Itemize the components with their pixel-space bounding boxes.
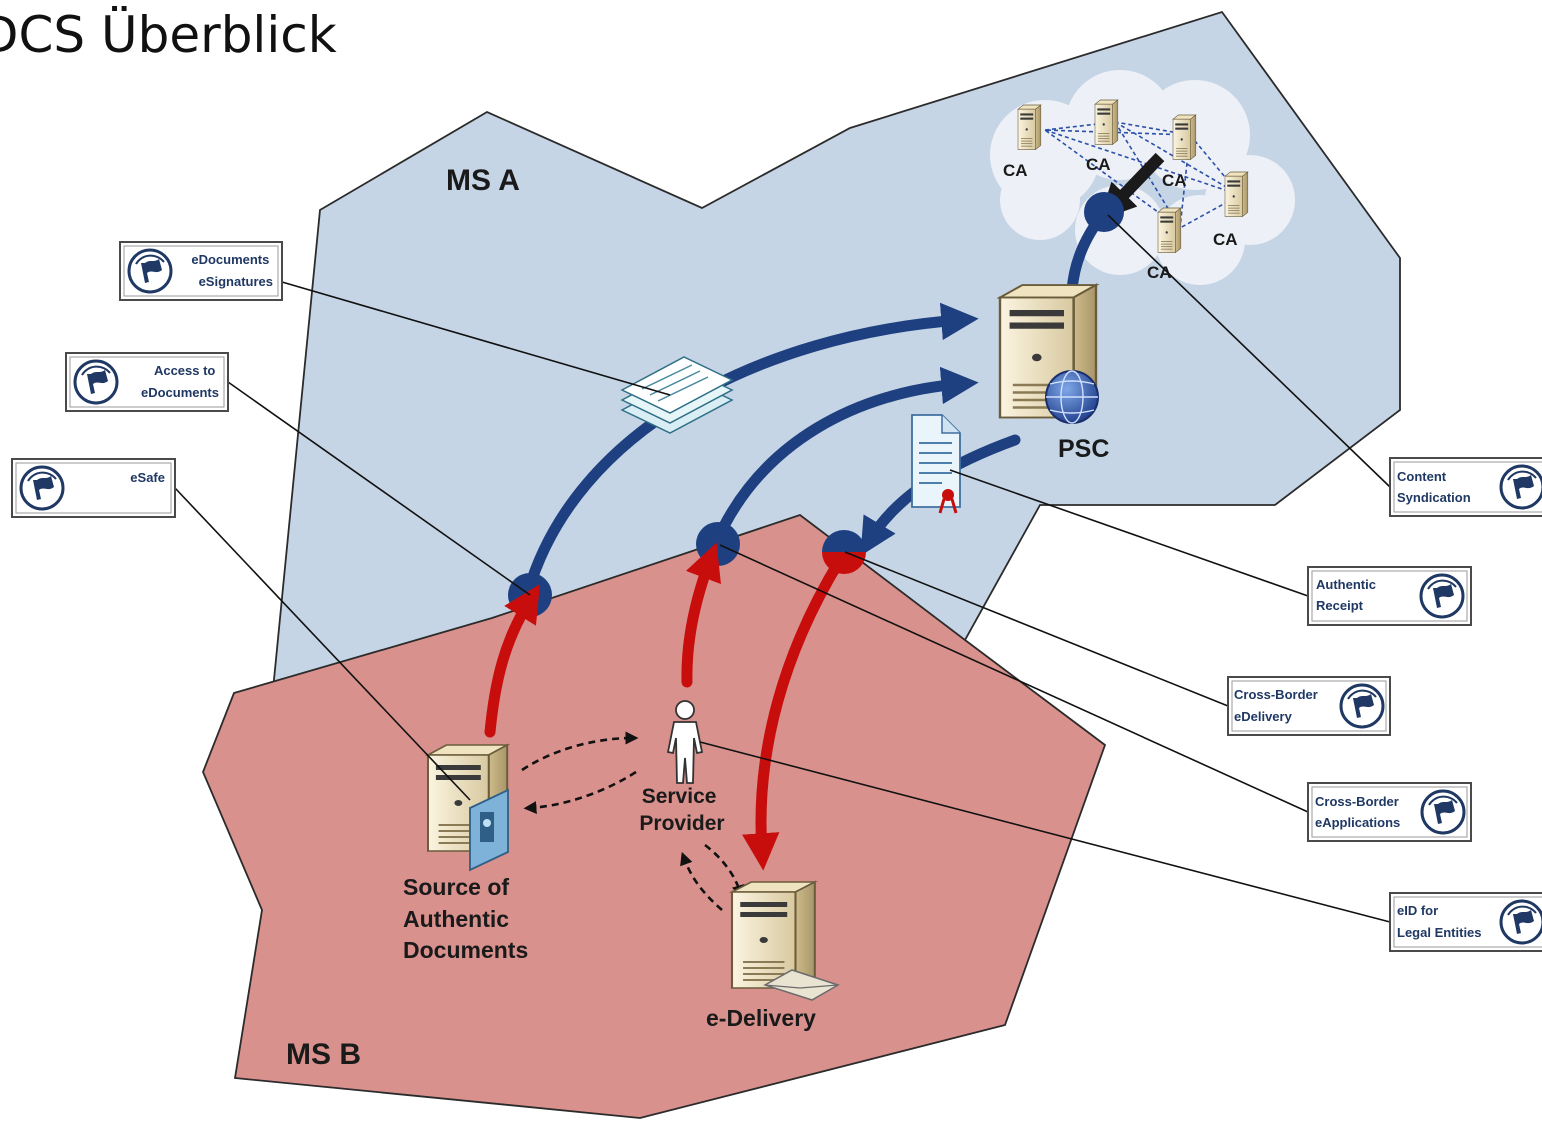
- ca-label: CA: [1147, 263, 1172, 282]
- leader-line: [699, 741, 1391, 923]
- svg-text:Cross-Border eDelivery: Cross-Border eDelivery: [1234, 687, 1321, 724]
- flow-into-edelivery: [742, 554, 846, 871]
- peps-flag-logo-icon: [73, 359, 119, 405]
- service-provider-label: Service Provider: [639, 785, 724, 835]
- leader-line: [844, 551, 1229, 707]
- connection-point: [1084, 192, 1124, 232]
- leader-line: [227, 381, 531, 596]
- peps-flag-logo-icon: [127, 248, 173, 294]
- peps-flag-logo-icon: [1339, 683, 1385, 729]
- tag-eid-legal-entities: eID for Legal Entities: [1389, 892, 1542, 952]
- svg-text:Access to eDocuments: Access to eDocuments: [141, 363, 219, 400]
- ca-server-icon: [1224, 171, 1249, 217]
- connection-point: [822, 530, 866, 552]
- ca-server-icon: [1157, 207, 1182, 253]
- peps-flag-logo-icon: [19, 465, 65, 511]
- tag-edocuments-esignatures: eDocuments eSignatures: [119, 241, 283, 301]
- leader-line: [1107, 214, 1391, 488]
- ca-server-icon: [1094, 99, 1119, 145]
- flow-provider-out: [681, 542, 721, 688]
- svg-text:Content Syndication: Content Syndication: [1397, 469, 1471, 505]
- peps-flag-logo-icon: [1499, 464, 1542, 510]
- peps-flag-logo-icon: [1420, 789, 1466, 835]
- leader-line: [174, 487, 471, 801]
- person-icon: [666, 700, 704, 784]
- certificate-icon: [911, 414, 961, 514]
- globe-icon: [1045, 370, 1099, 424]
- svg-text:eDocuments eSignatures: eDocuments eSignatures: [191, 252, 273, 289]
- peps-flag-logo-icon: [1499, 899, 1542, 945]
- ca-label: CA: [1086, 155, 1111, 174]
- dashed-arrow: [680, 851, 723, 911]
- psc-label: PSC: [1058, 435, 1109, 463]
- svg-text:Authentic Receipt: Authentic Receipt: [1316, 577, 1380, 613]
- ca-label: CA: [1003, 161, 1028, 180]
- ms-a-label: MS A: [446, 164, 520, 197]
- dashed-arrow: [521, 731, 639, 772]
- page-title: DCS Überblick: [0, 6, 337, 64]
- svg-text:Cross-Border eApplicatio: Cross-Border eApplications: [1315, 794, 1402, 830]
- connection-point: [696, 522, 740, 566]
- envelope-icon: [763, 969, 840, 1001]
- edelivery-server-icon: [730, 880, 817, 990]
- document-stack-icon: [620, 356, 734, 434]
- flow-to-psc-lower: [709, 366, 979, 551]
- dashed-arrow: [523, 770, 637, 815]
- svg-text:eSafe: eSafe: [130, 470, 165, 485]
- tag-authentic-receipt: Authentic Receipt: [1307, 566, 1472, 626]
- syndication-arrow: [1099, 152, 1165, 220]
- tag-access-to-edocuments: Access to eDocuments: [65, 352, 229, 412]
- peps-flag-logo-icon: [1419, 573, 1465, 619]
- tag-cross-border-eapplications: Cross-Border eApplications: [1307, 782, 1472, 842]
- tag-esafe: eSafe: [11, 458, 176, 518]
- safe-door-icon: [469, 788, 509, 872]
- tag-content-syndication: Content Syndication: [1389, 457, 1542, 517]
- svg-text:eID for Legal Entities: eID for Legal Entities: [1397, 903, 1482, 940]
- edelivery-label: e-Delivery: [706, 1005, 816, 1031]
- ca-label: CA: [1213, 230, 1238, 249]
- leader-line: [949, 469, 1309, 597]
- ca-server-icon: [1172, 114, 1197, 160]
- leader-line: [281, 281, 671, 396]
- ca-label: CA: [1162, 171, 1187, 190]
- flow-source-out: [484, 584, 540, 738]
- ms-b-label: MS B: [286, 1038, 361, 1071]
- source-label: Source of Authentic Documents: [403, 874, 528, 963]
- ca-server-icon: [1017, 104, 1042, 150]
- tag-cross-border-edelivery: Cross-Border eDelivery: [1227, 676, 1391, 736]
- leader-line: [719, 544, 1309, 813]
